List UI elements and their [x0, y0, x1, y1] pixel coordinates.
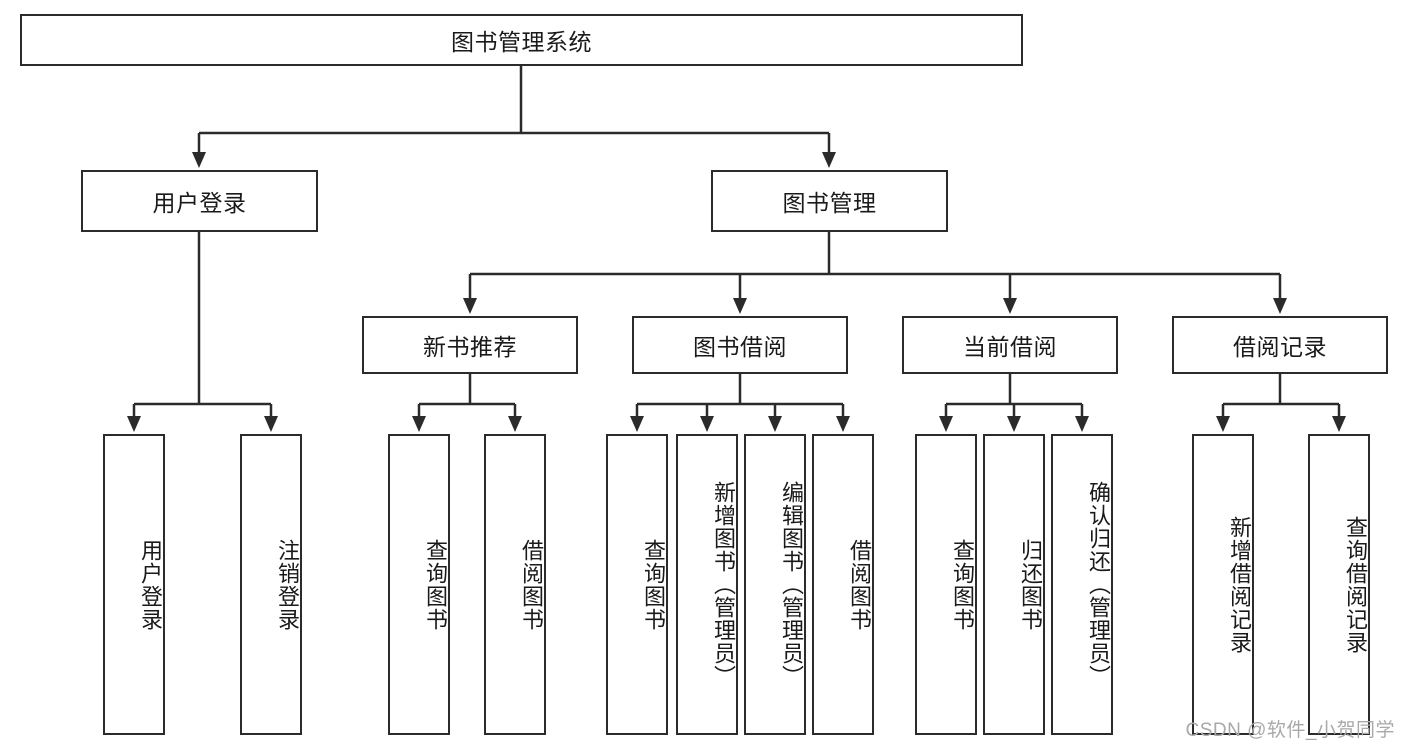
node-label-leaf-confirm-return-admin: 确认归还（管理员） — [1086, 481, 1111, 688]
node-leaf-user-login[interactable]: 用户登录 — [103, 434, 165, 735]
arrowhead-icon — [192, 152, 206, 168]
node-label-leaf-user-login: 用户登录 — [138, 538, 163, 631]
node-label-new-book-recommend: 新书推荐 — [423, 334, 517, 360]
arrowhead-icon — [768, 416, 782, 432]
arrowhead-icon — [939, 416, 953, 432]
arrowhead-icon — [630, 416, 644, 432]
node-label-leaf-return-book: 归还图书 — [1018, 538, 1043, 631]
node-label-current-borrow: 当前借阅 — [963, 334, 1057, 360]
node-leaf-borrow-book-recommend[interactable]: 借阅图书 — [484, 434, 546, 735]
arrowhead-icon — [836, 416, 850, 432]
arrowhead-icon — [1075, 416, 1089, 432]
arrowhead-icon — [508, 416, 522, 432]
node-label-leaf-query-book-recommend: 查询图书 — [423, 538, 448, 631]
arrowhead-icon — [1332, 416, 1346, 432]
node-new-book-recommend[interactable]: 新书推荐 — [362, 316, 578, 374]
node-label-leaf-query-borrow-record: 查询借阅记录 — [1343, 515, 1368, 654]
node-book-management[interactable]: 图书管理 — [711, 170, 948, 232]
node-current-borrow[interactable]: 当前借阅 — [902, 316, 1118, 374]
node-label-leaf-query-book-borrow: 查询图书 — [641, 538, 666, 631]
node-user-login[interactable]: 用户登录 — [81, 170, 318, 232]
node-label-leaf-logout: 注销登录 — [275, 538, 300, 631]
arrowhead-icon — [264, 416, 278, 432]
arrowhead-icon — [1216, 416, 1230, 432]
arrowhead-icon — [463, 298, 477, 314]
node-leaf-add-borrow-record[interactable]: 新增借阅记录 — [1192, 434, 1254, 735]
node-leaf-query-book-recommend[interactable]: 查询图书 — [388, 434, 450, 735]
node-label-book-management: 图书管理 — [782, 190, 877, 216]
node-leaf-add-book-admin[interactable]: 新增图书（管理员） — [676, 434, 738, 735]
watermark-text: CSDN @软件_小贺同学 — [1185, 720, 1395, 741]
node-book-borrow[interactable]: 图书借阅 — [632, 316, 848, 374]
node-borrow-records[interactable]: 借阅记录 — [1172, 316, 1388, 374]
node-label-borrow-records: 借阅记录 — [1233, 334, 1327, 360]
node-label-root: 图书管理系统 — [451, 29, 592, 55]
arrowhead-icon — [1273, 298, 1287, 314]
node-label-leaf-edit-book-admin: 编辑图书（管理员） — [779, 481, 804, 688]
node-label-leaf-borrow-book: 借阅图书 — [847, 538, 872, 631]
node-label-user-login: 用户登录 — [152, 190, 247, 216]
node-label-leaf-add-book-admin: 新增图书（管理员） — [711, 481, 736, 688]
arrowhead-icon — [700, 416, 714, 432]
node-leaf-edit-book-admin[interactable]: 编辑图书（管理员） — [744, 434, 806, 735]
node-leaf-logout[interactable]: 注销登录 — [240, 434, 302, 735]
node-label-book-borrow: 图书借阅 — [693, 334, 787, 360]
arrowhead-icon — [1007, 416, 1021, 432]
node-leaf-query-book-borrow[interactable]: 查询图书 — [606, 434, 668, 735]
node-root[interactable]: 图书管理系统 — [20, 14, 1023, 66]
node-label-leaf-add-borrow-record: 新增借阅记录 — [1227, 515, 1252, 654]
node-leaf-return-book[interactable]: 归还图书 — [983, 434, 1045, 735]
arrowhead-icon — [1003, 298, 1017, 314]
node-label-leaf-borrow-book-recommend: 借阅图书 — [519, 538, 544, 631]
node-leaf-query-book-current[interactable]: 查询图书 — [915, 434, 977, 735]
node-label-leaf-query-book-current: 查询图书 — [950, 538, 975, 631]
node-leaf-confirm-return-admin[interactable]: 确认归还（管理员） — [1051, 434, 1113, 735]
arrowhead-icon — [127, 416, 141, 432]
arrowhead-icon — [412, 416, 426, 432]
node-leaf-borrow-book[interactable]: 借阅图书 — [812, 434, 874, 735]
arrowhead-icon — [733, 298, 747, 314]
node-leaf-query-borrow-record[interactable]: 查询借阅记录 — [1308, 434, 1370, 735]
arrowhead-icon — [822, 152, 836, 168]
